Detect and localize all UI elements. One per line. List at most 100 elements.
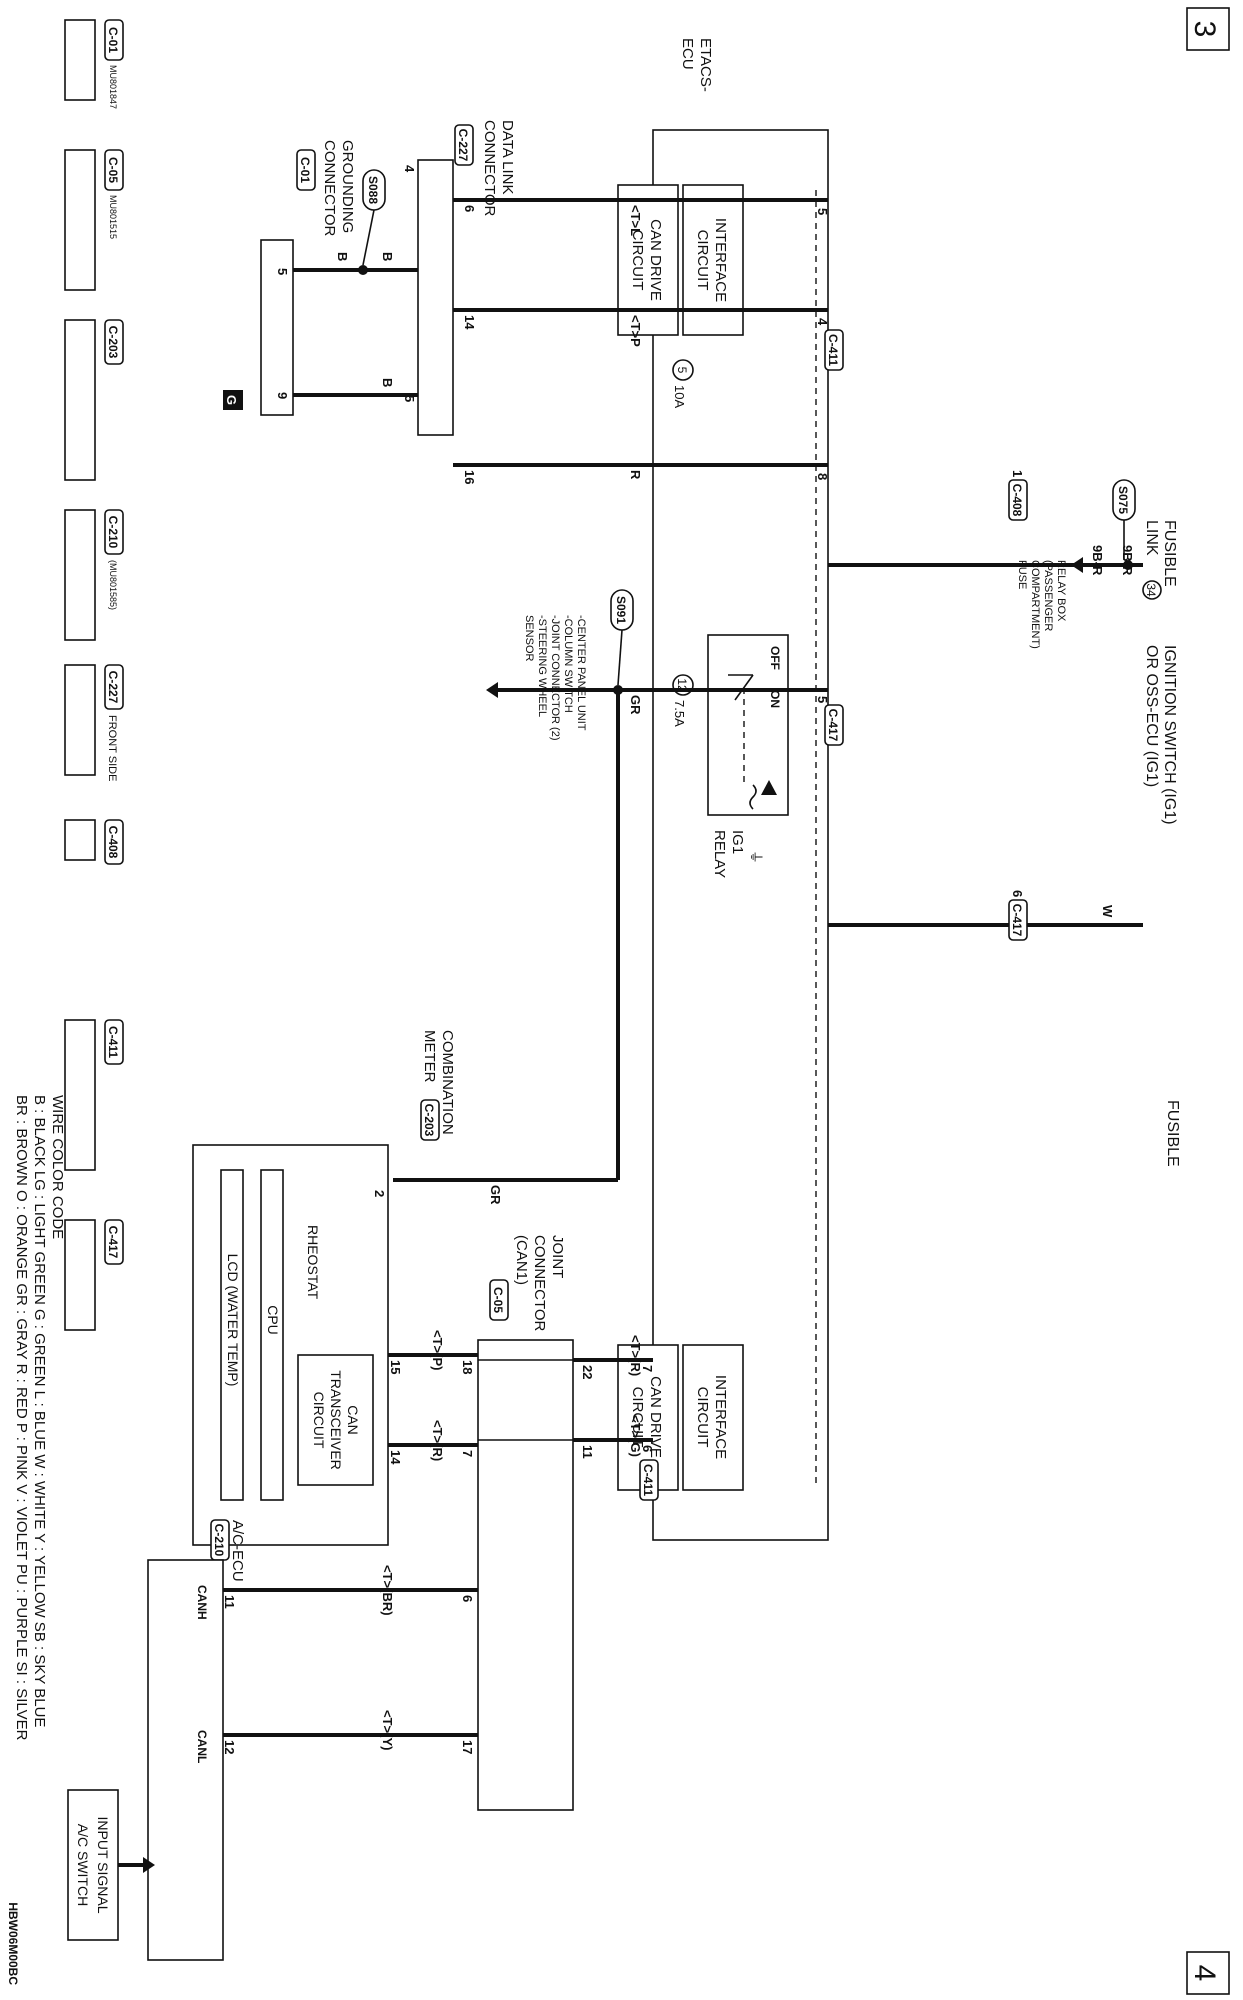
grounding-connector	[260, 239, 294, 416]
svg-text:GR: GR	[488, 1185, 503, 1205]
svg-text:C-417: C-417	[106, 1226, 120, 1259]
svg-text:ECU: ECU	[679, 38, 696, 70]
svg-text:IG1: IG1	[729, 830, 746, 854]
svg-text:CONNECTOR: CONNECTOR	[481, 120, 498, 217]
connector-c210: C-210 (MU801585)	[64, 509, 124, 641]
figure-code: HBW06M00BC	[6, 1902, 20, 1985]
svg-text:CPU: CPU	[265, 1305, 281, 1335]
svg-text:INPUT SIGNAL: INPUT SIGNAL	[95, 1817, 111, 1914]
svg-text:CAN: CAN	[345, 1405, 361, 1435]
svg-text:B: B	[335, 252, 350, 261]
svg-text:18: 18	[460, 1360, 475, 1374]
svg-text:<T>L: <T>L	[628, 205, 643, 236]
svg-text:C-227: C-227	[456, 129, 470, 162]
svg-text:5: 5	[275, 268, 290, 275]
ignition-switch-label: IGNITION SWITCH (IG1)	[1161, 645, 1178, 825]
svg-text:CONNECTOR: CONNECTOR	[531, 1235, 548, 1332]
svg-text:11: 11	[222, 1595, 237, 1609]
svg-text:RELAY: RELAY	[711, 830, 728, 878]
svg-text:<T>(R): <T>(R)	[628, 1335, 643, 1376]
svg-text:CIRCUIT: CIRCUIT	[629, 1387, 646, 1448]
svg-text:<T>(P): <T>(P)	[430, 1330, 445, 1370]
connector-c417: C-417	[64, 1219, 124, 1331]
svg-text:RELAY BOX: RELAY BOX	[1055, 560, 1067, 622]
svg-text:12: 12	[222, 1740, 237, 1754]
svg-text:B: B	[380, 252, 395, 261]
connector-c203: C-203	[64, 319, 124, 481]
connector-ref-c408: C-408	[1010, 484, 1024, 517]
svg-text:34: 34	[1144, 583, 1158, 597]
svg-text:MU801515: MU801515	[108, 195, 118, 239]
svg-text:6: 6	[460, 1595, 475, 1602]
connector-c01: C-01 MU801847	[64, 19, 124, 109]
svg-text:(PASSENGER: (PASSENGER	[1042, 560, 1054, 631]
svg-text:(MU801585): (MU801585)	[108, 560, 118, 610]
svg-text:3: 3	[1188, 21, 1221, 38]
svg-text:<T>(G): <T>(G)	[628, 1415, 643, 1457]
data-link-connector-label: DATA LINK	[499, 120, 516, 194]
svg-text:INTERFACE: INTERFACE	[712, 1375, 729, 1459]
svg-text:9B-R: 9B-R	[1090, 545, 1105, 576]
svg-text:C-01: C-01	[106, 27, 120, 53]
svg-text:LINK: LINK	[1143, 520, 1160, 556]
svg-text:22: 22	[580, 1365, 595, 1379]
svg-text:CIRCUIT: CIRCUIT	[694, 230, 711, 291]
svg-text:C-227: C-227	[106, 671, 120, 704]
svg-text:COMPARTMENT): COMPARTMENT)	[1029, 560, 1041, 649]
svg-text:<T>(R): <T>(R)	[430, 1420, 445, 1461]
svg-text:CAN DRIVE: CAN DRIVE	[647, 219, 664, 301]
svg-text:CIRCUIT: CIRCUIT	[629, 230, 646, 291]
svg-text:INTERFACE: INTERFACE	[712, 218, 729, 302]
svg-text:5: 5	[402, 395, 417, 402]
combination-meter-label: COMBINATION	[439, 1030, 456, 1135]
svg-text:CONNECTOR: CONNECTOR	[321, 140, 338, 237]
fuse-10a: 10A	[672, 385, 687, 408]
svg-text:7: 7	[460, 1450, 475, 1457]
svg-text:<T>(BR): <T>(BR)	[380, 1565, 395, 1616]
svg-text:ON: ON	[768, 690, 782, 708]
cpu-block	[260, 1169, 284, 1501]
svg-text:SENSOR: SENSOR	[523, 615, 535, 662]
connector-c411: C-411	[64, 1019, 124, 1171]
svg-text:14: 14	[388, 1450, 403, 1465]
svg-text:CIRCUIT: CIRCUIT	[694, 1387, 711, 1448]
svg-text:5: 5	[815, 208, 830, 215]
svg-text:OR OSS-ECU (IG1): OR OSS-ECU (IG1)	[1143, 645, 1160, 787]
svg-text:6: 6	[1010, 890, 1025, 897]
grounding-connector-label: GROUNDING	[339, 140, 356, 233]
svg-text:4: 4	[815, 318, 830, 326]
connector-ref-c417-ign: C-417	[1010, 904, 1024, 937]
svg-text:C-05: C-05	[106, 157, 120, 183]
svg-text:FUSE: FUSE	[1016, 560, 1028, 589]
joint-connector-label: JOINT	[549, 1235, 566, 1278]
svg-text:GR: GR	[628, 695, 643, 715]
svg-text:6: 6	[462, 205, 477, 212]
svg-text:A/C SWITCH: A/C SWITCH	[75, 1824, 91, 1906]
wire-color-code-line1: B : BLACK LG : LIGHT GREEN G : GREEN L :…	[31, 1095, 48, 1727]
svg-text:4: 4	[1188, 1965, 1221, 1982]
arrow-icon	[143, 1857, 155, 1873]
connector-c227: C-227 FRONT SIDE	[64, 664, 124, 781]
diode-icon	[761, 780, 777, 795]
svg-text:2: 2	[372, 1190, 387, 1197]
page-number-bottom: 4	[1186, 1951, 1230, 1995]
ig1-relay	[707, 634, 789, 816]
svg-text:-CENTER PANEL UNIT: -CENTER PANEL UNIT	[575, 615, 587, 731]
connector-ref-c417: C-417	[826, 709, 840, 742]
fuse-7-5a: 7.5A	[672, 700, 687, 727]
svg-text:1: 1	[1010, 470, 1025, 477]
svg-text:S088: S088	[366, 176, 380, 204]
connector-ref-c411-bottom: C-411	[641, 1464, 655, 1496]
lcd-block	[220, 1169, 244, 1501]
svg-text:C-203: C-203	[106, 326, 120, 359]
connector-strip: C-01 MU801847 C-05 MU801515 C-203 C-210 …	[64, 19, 124, 1331]
svg-text:METER: METER	[421, 1030, 438, 1083]
ac-ecu-label: A/C-ECU	[229, 1520, 246, 1582]
svg-text:MU801847: MU801847	[108, 65, 118, 109]
svg-text:W: W	[1100, 905, 1115, 918]
svg-text:C-408: C-408	[106, 826, 120, 859]
svg-text:TRANSCEIVER: TRANSCEIVER	[328, 1370, 344, 1470]
svg-text:C-210: C-210	[106, 516, 120, 549]
interface-circuit-top	[682, 184, 744, 336]
